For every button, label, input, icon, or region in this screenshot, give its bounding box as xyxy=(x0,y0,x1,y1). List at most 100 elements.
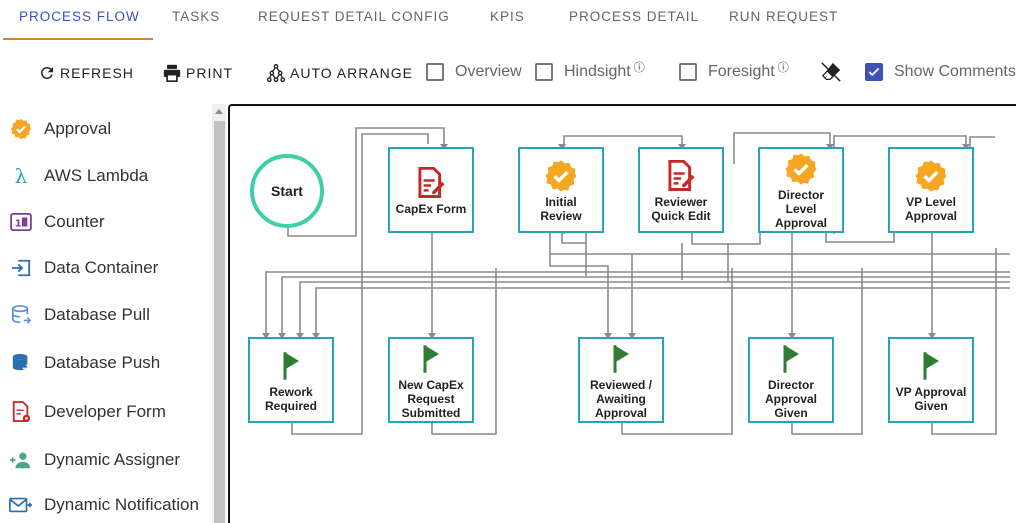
palette-scrollbar-thumb[interactable] xyxy=(214,121,225,523)
node-label: Reviewed / Awaiting Approval xyxy=(589,378,653,420)
connector-bus-2 xyxy=(281,276,1010,339)
palette-item-label: Approval xyxy=(44,119,112,138)
node-label: Director Approval Given xyxy=(764,378,817,420)
hindsight-info-icon[interactable]: ⓘ xyxy=(633,62,645,74)
approval-badge-icon xyxy=(8,116,34,142)
palette-item-approval[interactable]: Approval xyxy=(0,113,212,145)
start-node[interactable]: Start xyxy=(250,154,324,228)
clear-highlight-button[interactable] xyxy=(820,61,846,83)
process-flow-canvas[interactable]: Start CapEx Form Initial Review Reviewer… xyxy=(228,104,1016,523)
approval-badge-icon xyxy=(545,160,577,192)
node-vp-level-approval[interactable]: VP Level Approval xyxy=(888,147,974,233)
node-label: VP Level Approval xyxy=(904,195,957,223)
palette-item-database-pull[interactable]: Database Pull xyxy=(0,299,212,331)
arrowhead-rework-4 xyxy=(312,333,320,339)
node-label: Director Level Approval xyxy=(774,188,827,230)
developer-form-icon xyxy=(8,399,34,425)
node-director-approval-given[interactable]: Director Approval Given xyxy=(748,337,834,423)
overview-checkbox-box[interactable] xyxy=(426,63,444,81)
data-container-icon xyxy=(8,255,34,281)
connector-new-return xyxy=(431,268,497,435)
connector-bus-4 xyxy=(315,287,1010,339)
palette-item-data-container[interactable]: Data Container xyxy=(0,252,212,284)
tab-request-detail-config[interactable]: Request Detail Config xyxy=(258,9,450,24)
hindsight-label: Hindsight xyxy=(564,63,631,80)
connector-initial-quick xyxy=(561,233,587,244)
hindsight-checkbox-box[interactable] xyxy=(535,63,553,81)
foresight-info-icon[interactable]: ⓘ xyxy=(777,62,789,74)
connector-reviewed-return xyxy=(621,268,733,435)
toolbar: Refresh Print Auto Arrange Overview Hind… xyxy=(0,48,1016,98)
connector-director-vp xyxy=(825,233,895,243)
node-reviewed-awaiting-approval[interactable]: Reviewed / Awaiting Approval xyxy=(578,337,664,423)
node-vp-approval-given[interactable]: VP Approval Given xyxy=(888,337,974,423)
dynamic-notification-icon xyxy=(8,492,34,518)
eraser-icon xyxy=(821,62,841,82)
refresh-button[interactable]: Refresh xyxy=(38,62,134,84)
foresight-checkbox-box[interactable] xyxy=(679,63,697,81)
arrowhead-reviewed-2 xyxy=(628,333,636,339)
node-new-capex-request-submitted[interactable]: New CapEx Request Submitted xyxy=(388,337,474,423)
tab-run-request[interactable]: Run Request xyxy=(729,9,839,24)
flag-icon xyxy=(423,345,439,373)
palette-item-database-push[interactable]: Database Push xyxy=(0,347,212,379)
tab-process-detail[interactable]: Process Detail xyxy=(569,9,700,24)
palette-item-label: Counter xyxy=(44,212,105,231)
connector-quick-director xyxy=(691,233,761,245)
form-icon xyxy=(418,167,445,199)
show-comments-checkbox[interactable]: Show Comments xyxy=(865,61,1016,83)
node-label: CapEx Form xyxy=(395,202,467,216)
palette-item-label: Data Container xyxy=(44,258,159,277)
show-comments-checkbox-box[interactable] xyxy=(865,63,883,81)
node-capex-form[interactable]: CapEx Form xyxy=(388,147,474,233)
palette-item-dynamic-notification[interactable]: Dynamic Notification xyxy=(0,489,212,521)
node-reviewer-quick-edit[interactable]: Reviewer Quick Edit xyxy=(638,147,724,233)
overview-label: Overview xyxy=(455,63,522,80)
connector-start-capex xyxy=(287,127,445,237)
dynamic-assigner-icon xyxy=(8,447,34,473)
foresight-checkbox[interactable]: Foresight ⓘ xyxy=(679,61,789,83)
arrowhead-rework-2 xyxy=(278,333,286,339)
active-tab-indicator xyxy=(3,38,153,40)
palette-item-label: Dynamic Assigner xyxy=(44,450,181,469)
node-label: Reviewer Quick Edit xyxy=(651,195,711,223)
connector-vp-return xyxy=(931,248,997,435)
connector-initial-reviewed xyxy=(549,233,609,339)
auto-arrange-icon xyxy=(267,63,285,82)
tab-bar: Process Flow Tasks Request Detail Config… xyxy=(0,0,1016,40)
palette-item-developer-form[interactable]: Developer Form xyxy=(0,396,212,428)
scroll-up-arrow-icon[interactable] xyxy=(215,109,223,114)
connector-top-3 xyxy=(733,132,831,164)
tab-process-flow[interactable]: Process Flow xyxy=(19,9,140,24)
database-push-icon xyxy=(8,350,34,376)
tab-kpis[interactable]: KPIs xyxy=(490,9,525,24)
arrowhead-new xyxy=(428,333,436,339)
auto-arrange-label: Auto Arrange xyxy=(290,65,413,81)
palette-item-label: Developer Form xyxy=(44,402,166,421)
approval-badge-icon xyxy=(785,153,817,185)
approval-badge-icon xyxy=(915,160,947,192)
arrowhead-rework-3 xyxy=(296,333,304,339)
palette-item-dynamic-assigner[interactable]: Dynamic Assigner xyxy=(0,444,212,476)
palette-item-aws-lambda[interactable]: λ AWS Lambda xyxy=(0,160,212,192)
print-label: Print xyxy=(186,65,233,81)
arrowhead-reviewed-1 xyxy=(604,333,612,339)
node-director-level-approval[interactable]: Director Level Approval xyxy=(758,147,844,233)
arrowhead-vp-given xyxy=(928,333,936,339)
overview-checkbox[interactable]: Overview xyxy=(426,61,522,83)
node-rework-required[interactable]: Rework Required xyxy=(248,337,334,423)
palette-item-label: AWS Lambda xyxy=(44,166,149,185)
hindsight-checkbox[interactable]: Hindsight ⓘ xyxy=(535,61,645,83)
connector-top-5 xyxy=(969,136,995,150)
palette-item-counter[interactable]: 1 Counter xyxy=(0,206,212,238)
node-label: Rework Required xyxy=(264,385,317,413)
flag-icon xyxy=(923,352,939,380)
print-button[interactable]: Print xyxy=(162,62,233,84)
connector-bus-3 xyxy=(299,281,1010,339)
node-initial-review[interactable]: Initial Review xyxy=(518,147,604,233)
palette-item-label: Database Pull xyxy=(44,305,150,324)
node-palette: Approval λ AWS Lambda 1 Counter Data Con… xyxy=(0,104,228,523)
tab-tasks[interactable]: Tasks xyxy=(172,9,221,24)
flag-icon xyxy=(613,345,629,373)
auto-arrange-button[interactable]: Auto Arrange xyxy=(266,62,413,84)
